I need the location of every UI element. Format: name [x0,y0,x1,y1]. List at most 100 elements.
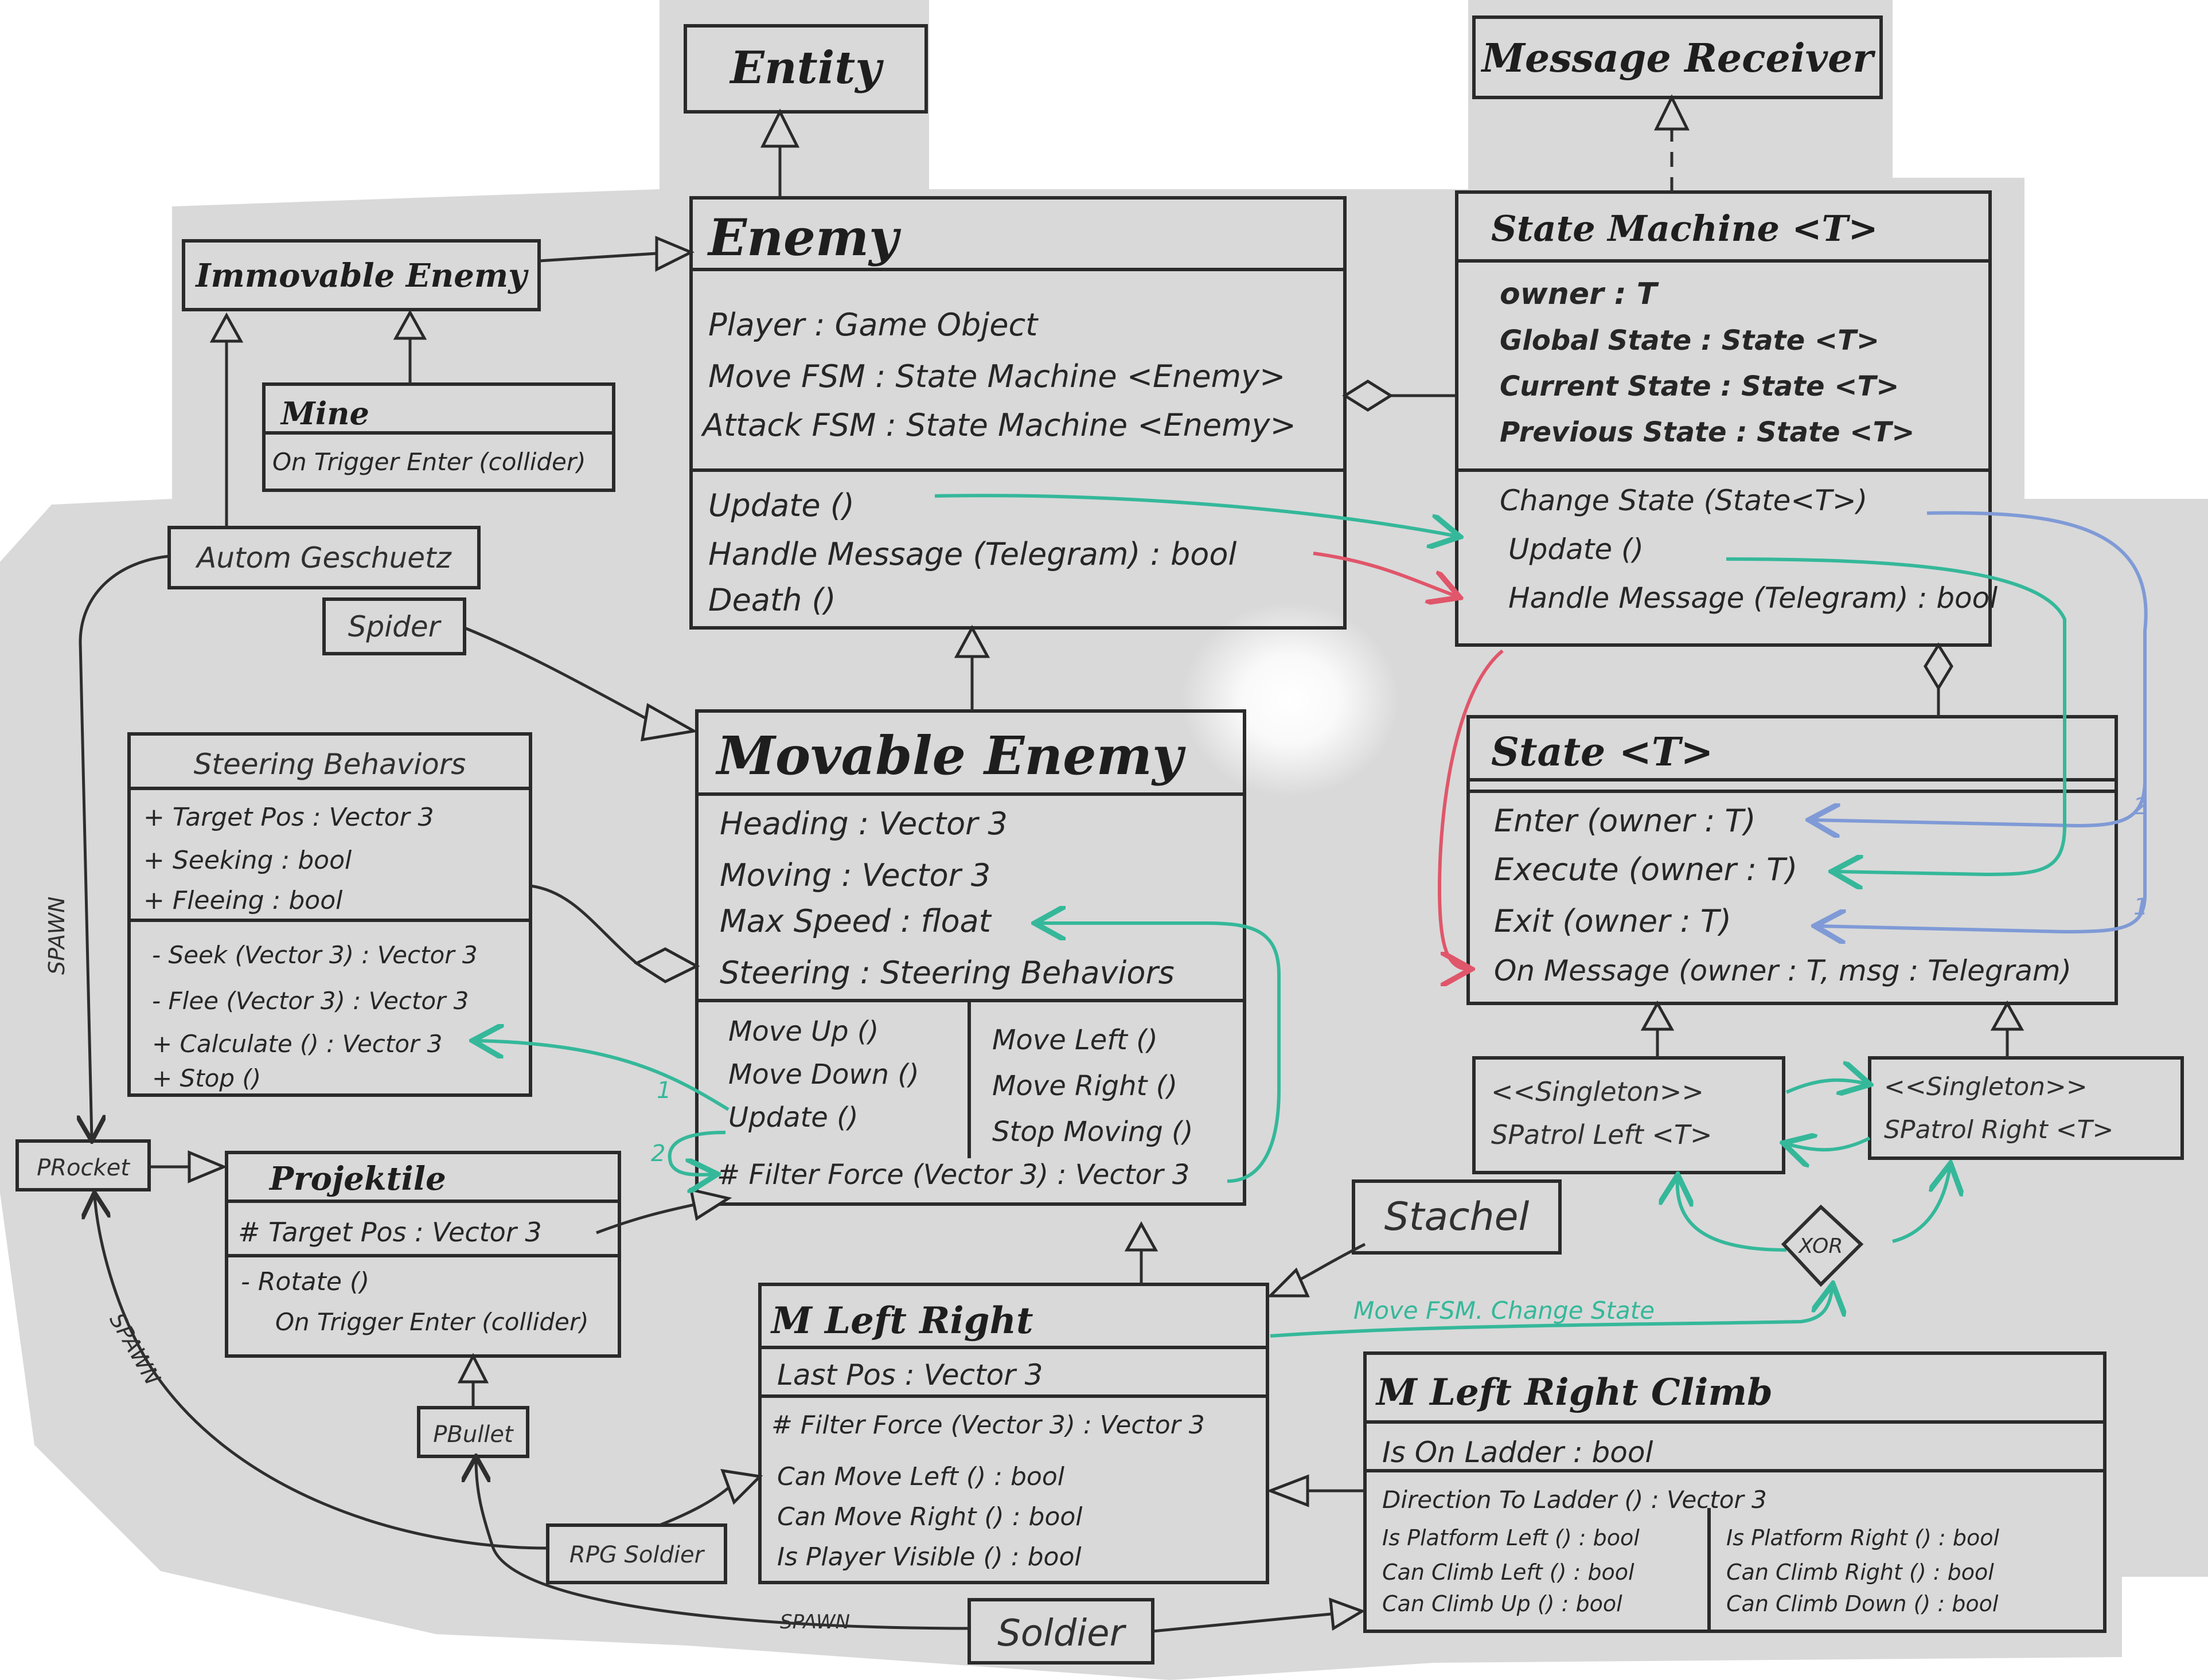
move-fsm-change-state-label: Move FSM. Change State [1353,1296,1655,1325]
class-steering-behaviors-title: Steering Behaviors [194,748,466,781]
class-immovable-enemy: Immovable Enemy [182,239,541,311]
class-entity: Entity [684,24,928,114]
arrow-number-label: 1 [657,1077,671,1104]
class-mine: Mine On Trigger Enter (collider) [262,382,615,492]
enemy-method: Update () [708,487,855,523]
state-machine-attribute: Previous State : State <T> [1500,416,1914,448]
spawn-label: SPAWN [780,1611,850,1634]
m-left-right-climb-attribute: Is On Ladder : bool [1382,1436,1653,1469]
m-left-right-climb-method: Can Climb Down () : bool [1726,1591,1999,1616]
state-method: Execute (owner : T) [1494,851,1797,888]
steering-attribute: + Target Pos : Vector 3 [143,803,434,832]
movable-enemy-method: # Filter Force (Vector 3) : Vector 3 [717,1159,1189,1191]
m-left-right-climb-method: Direction To Ladder () : Vector 3 [1382,1486,1767,1514]
m-left-right-climb-method: Is Platform Right () : bool [1726,1525,1999,1550]
m-left-right-climb-method: Can Climb Right () : bool [1726,1560,1994,1585]
movable-enemy-method: Stop Moving () [992,1116,1193,1148]
spatrol-right-stereotype: <<Singleton>> [1884,1072,2088,1101]
steering-method: - Flee (Vector 3) : Vector 3 [152,987,469,1015]
class-message-receiver: Message Receiver [1472,15,1883,99]
enemy-method: Death () [708,582,836,618]
steering-method: - Seek (Vector 3) : Vector 3 [152,941,478,969]
enemy-method: Handle Message (Telegram) : bool [708,536,1236,572]
enemy-attribute: Attack FSM : State Machine <Enemy> [701,407,1296,443]
class-spider: Spider [322,597,466,655]
m-left-right-method: # Filter Force (Vector 3) : Vector 3 [771,1411,1205,1440]
class-rpg-soldier: RPG Soldier [546,1523,727,1584]
xor-label: XOR [1798,1234,1843,1258]
class-projektile-title: Projektile [268,1160,446,1198]
state-machine-attribute: owner : T [1500,277,1659,311]
class-rpg-soldier-title: RPG Soldier [569,1542,705,1568]
state-machine-method: Change State (State<T>) [1500,484,1867,517]
m-left-right-method: Can Move Left () : bool [777,1462,1065,1491]
spatrol-left-stereotype: <<Singleton>> [1491,1076,1704,1107]
movable-enemy-attribute: Heading : Vector 3 [720,806,1008,842]
state-machine-method: Update () [1508,533,1644,566]
relations [80,94,2024,1633]
arrow-number-label: 2 [651,1140,665,1167]
class-m-left-right-climb: M Left Right Climb Is On Ladder : bool D… [1363,1351,2106,1633]
projektile-method: - Rotate () [241,1267,369,1296]
class-state: State <T> Enter (owner : T) Execute (own… [1466,715,2118,1005]
xor-diamond [1781,1204,1864,1287]
class-state-machine-title: State Machine <T> [1491,208,1878,249]
movable-enemy-method: Move Down () [728,1058,919,1091]
class-autom-geschuetz: Autom Geschuetz [167,526,481,589]
class-m-left-right: M Left Right Last Pos : Vector 3 # Filte… [758,1283,1269,1584]
spatrol-right-title: SPatrol Right <T> [1884,1115,2113,1144]
class-movable-enemy-title: Movable Enemy [715,725,1186,787]
light-glare [1181,602,1399,797]
steering-method: + Calculate () : Vector 3 [152,1030,442,1058]
class-projektile: Projektile # Target Pos : Vector 3 - Rot… [225,1151,621,1358]
class-movable-enemy: Movable Enemy Heading : Vector 3 Moving … [695,709,1246,1206]
class-spatrol-left: <<Singleton>> SPatrol Left <T> [1472,1056,1785,1174]
arrow-number-label: 1 [2133,894,2148,920]
class-stachel: Stachel [1352,1179,1562,1255]
arrow-number-label: 2 [2133,794,2148,820]
projektile-attribute: # Target Pos : Vector 3 [238,1217,542,1248]
m-left-right-method: Can Move Right () : bool [777,1502,1083,1531]
enemy-attribute: Move FSM : State Machine <Enemy> [708,358,1285,394]
class-stachel-title: Stachel [1384,1194,1530,1240]
state-method: Exit (owner : T) [1494,903,1731,939]
class-state-title: State <T> [1491,729,1713,775]
m-left-right-climb-method: Can Climb Up () : bool [1382,1591,1622,1616]
movable-enemy-method: Move Up () [728,1015,879,1048]
class-m-left-right-title: M Left Right [770,1299,1033,1342]
class-spatrol-right: <<Singleton>> SPatrol Right <T> [1868,1056,2184,1160]
state-machine-attribute: Global State : State <T> [1500,325,1879,357]
class-enemy-title: Enemy [707,208,902,267]
movable-enemy-method: Update () [728,1101,859,1134]
steering-attribute: + Fleeing : bool [143,886,343,915]
class-pbullet-title: PBullet [433,1421,514,1448]
movable-enemy-method: Move Right () [992,1070,1177,1102]
movable-enemy-attribute: Moving : Vector 3 [720,857,990,893]
class-immovable-enemy-title: Immovable Enemy [194,257,529,295]
state-machine-method: Handle Message (Telegram) : bool [1508,581,1998,615]
spatrol-left-title: SPatrol Left <T> [1491,1119,1712,1150]
class-m-left-right-climb-title: M Left Right Climb [1375,1371,1773,1414]
class-spider-title: Spider [348,610,442,643]
class-steering-behaviors: Steering Behaviors + Target Pos : Vector… [127,732,532,1097]
spawn-label: SPAWN [44,897,69,975]
movable-enemy-attribute: Max Speed : float [720,903,992,939]
class-state-machine: State Machine <T> owner : T Global State… [1455,190,1998,647]
movable-enemy-method: Move Left () [992,1024,1158,1056]
m-left-right-climb-method: Is Platform Left () : bool [1382,1525,1640,1550]
steering-method: + Stop () [152,1064,261,1092]
class-soldier-title: Soldier [997,1612,1126,1655]
enemy-attribute: Player : Game Object [708,307,1039,343]
class-soldier: Soldier [968,1598,1154,1665]
class-message-receiver-title: Message Receiver [1481,36,1876,81]
projektile-method: On Trigger Enter (collider) [275,1308,589,1336]
class-autom-geschuetz-title: Autom Geschuetz [195,541,452,575]
class-entity-title: Entity [729,42,884,94]
class-procket-title: PRocket [37,1155,130,1181]
class-mine-title: Mine [280,395,369,432]
state-method: On Message (owner : T, msg : Telegram) [1494,954,2072,987]
colored-arrows: XOR [476,494,2148,1338]
m-left-right-climb-method: Can Climb Left () : bool [1382,1560,1634,1585]
movable-enemy-attribute: Steering : Steering Behaviors [720,955,1175,991]
steering-attribute: + Seeking : bool [143,846,352,875]
